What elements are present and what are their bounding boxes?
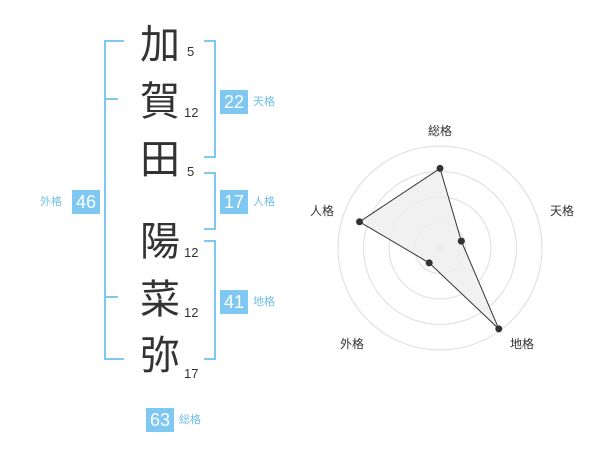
radar-point-4 [425,259,433,267]
radar-axis-label-soukaku: 総格 [428,124,453,138]
stroke-count-6: 17 [184,366,199,381]
name-char-4: 陽 [140,219,180,265]
stroke-count-5: 12 [184,305,199,320]
stroke-count-1: 5 [187,44,195,59]
radar-point-3 [495,325,503,333]
radar-axis-label-gaikaku: 外格 [340,337,365,351]
jinkaku-bracket [204,172,216,230]
gaikaku-bracket-tick-lower [104,296,118,298]
name-char-1: 加 [140,22,180,68]
radar-axis-label-tenkaku: 天格 [550,204,575,218]
name-char-6: 弥 [140,333,180,379]
radar-point-1 [436,164,444,172]
radar-point-5 [356,218,363,226]
gaikaku-value: 46 [72,190,100,214]
radar-axis-label-chikaku: 地格 [510,337,535,351]
radar-point-2 [457,237,465,245]
gaikaku-bracket [104,40,124,360]
chikaku-value: 41 [220,290,248,314]
stroke-count-4: 12 [184,245,199,260]
chikaku-label: 地格 [253,295,275,308]
radar-grid-ring [337,145,543,351]
soukaku-value: 63 [146,408,174,432]
name-char-2: 賀 [140,79,180,125]
gaikaku-bracket-tick [104,98,118,100]
name-char-5: 菜 [140,277,180,323]
jinkaku-label: 人格 [253,195,275,208]
tenkaku-label: 天格 [253,95,275,108]
gaikaku-label: 外格 [40,195,62,208]
stroke-count-3: 5 [187,164,195,179]
soukaku-label: 総格 [179,413,201,426]
name-char-3: 田 [140,137,180,183]
tenkaku-bracket [204,40,216,158]
radar-axis-label-jinkaku: 人格 [310,204,335,218]
radar-series-polygon [358,167,500,330]
chikaku-bracket [204,240,216,360]
jinkaku-value: 17 [220,190,248,214]
stroke-count-2: 12 [184,105,199,120]
tenkaku-value: 22 [220,90,248,114]
